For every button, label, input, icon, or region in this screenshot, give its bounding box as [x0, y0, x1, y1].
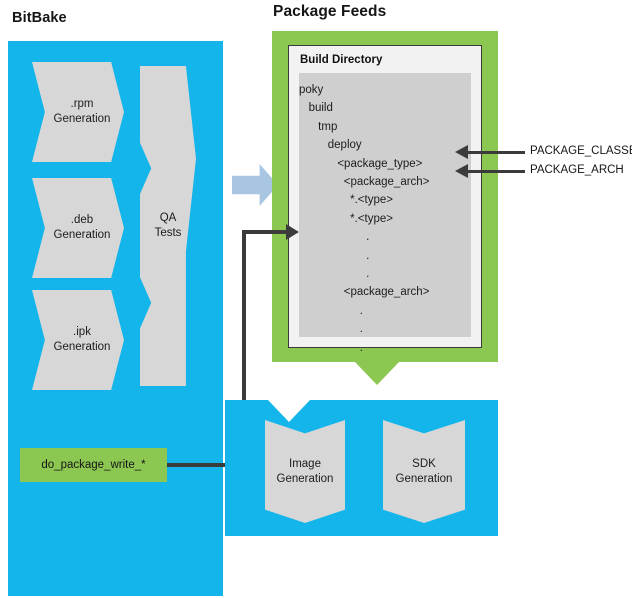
qa-tests-label-2: Tests [154, 227, 182, 239]
directory-tree-line: *.<type> [299, 194, 393, 207]
package-feeds-down-arrow-icon [355, 362, 399, 385]
deb-generation-label-1: .deb [70, 214, 94, 226]
deb-generation-box[interactable]: .deb Generation [32, 178, 124, 278]
build-directory-heading: Build Directory [300, 54, 383, 66]
sdk-generation-label-2: Generation [395, 472, 453, 485]
package-classes-arrow-line [468, 151, 525, 154]
directory-tree-line: poky [299, 84, 324, 96]
connector-arrowhead-icon [286, 224, 299, 240]
package-classes-arrowhead-icon [455, 145, 468, 159]
directory-tree-line: . [299, 341, 363, 354]
package-arch-arrow-line [468, 170, 525, 173]
sdk-generation-box[interactable]: SDK Generation [383, 420, 465, 523]
rpm-generation-label-2: Generation [53, 113, 111, 125]
directory-tree-line: . [299, 304, 363, 317]
image-generation-box[interactable]: Image Generation [265, 420, 345, 523]
connector-segment-horizontal-upper [242, 230, 288, 234]
rpm-generation-box[interactable]: .rpm Generation [32, 62, 124, 162]
directory-tree-line: *.<type> [299, 212, 393, 225]
ipk-generation-label-2: Generation [53, 341, 111, 353]
connector-segment-horizontal-lower [167, 463, 246, 467]
connector-segment-vertical [242, 230, 246, 467]
directory-tree-line: <package_arch> [299, 176, 430, 189]
rpm-generation-label-1: .rpm [70, 98, 94, 110]
directory-tree-line: <package_arch> [299, 286, 430, 299]
qa-tests-label-1: QA [159, 212, 177, 224]
package-arch-label: PACKAGE_ARCH [530, 164, 624, 176]
directory-tree: poky build tmp deploy <package_type> <pa… [299, 73, 471, 354]
image-generation-label-1: Image [289, 457, 321, 470]
package-classes-label: PACKAGE_CLASSES [530, 145, 632, 157]
do-package-write-task[interactable]: do_package_write_* [20, 448, 167, 482]
directory-tree-line: . [299, 268, 370, 281]
directory-tree-line: deploy [299, 139, 362, 152]
ipk-generation-box[interactable]: .ipk Generation [32, 290, 124, 390]
package-feeds-section-title: Package Feeds [273, 3, 387, 20]
ipk-generation-label-1: .ipk [73, 326, 91, 338]
directory-tree-line: . [299, 249, 370, 262]
deb-generation-label-2: Generation [53, 229, 111, 241]
do-package-write-label: do_package_write_* [41, 459, 146, 471]
sdk-generation-label-1: SDK [412, 457, 436, 470]
bitbake-section-title: BitBake [12, 10, 67, 26]
directory-tree-line: . [299, 323, 363, 336]
directory-tree-line: build [299, 102, 333, 115]
directory-tree-line: tmp [299, 120, 338, 133]
package-arch-arrowhead-icon [455, 164, 468, 178]
directory-tree-line: . [299, 231, 370, 244]
directory-tree-line: <package_type> [299, 157, 423, 170]
image-generation-label-2: Generation [276, 472, 334, 485]
